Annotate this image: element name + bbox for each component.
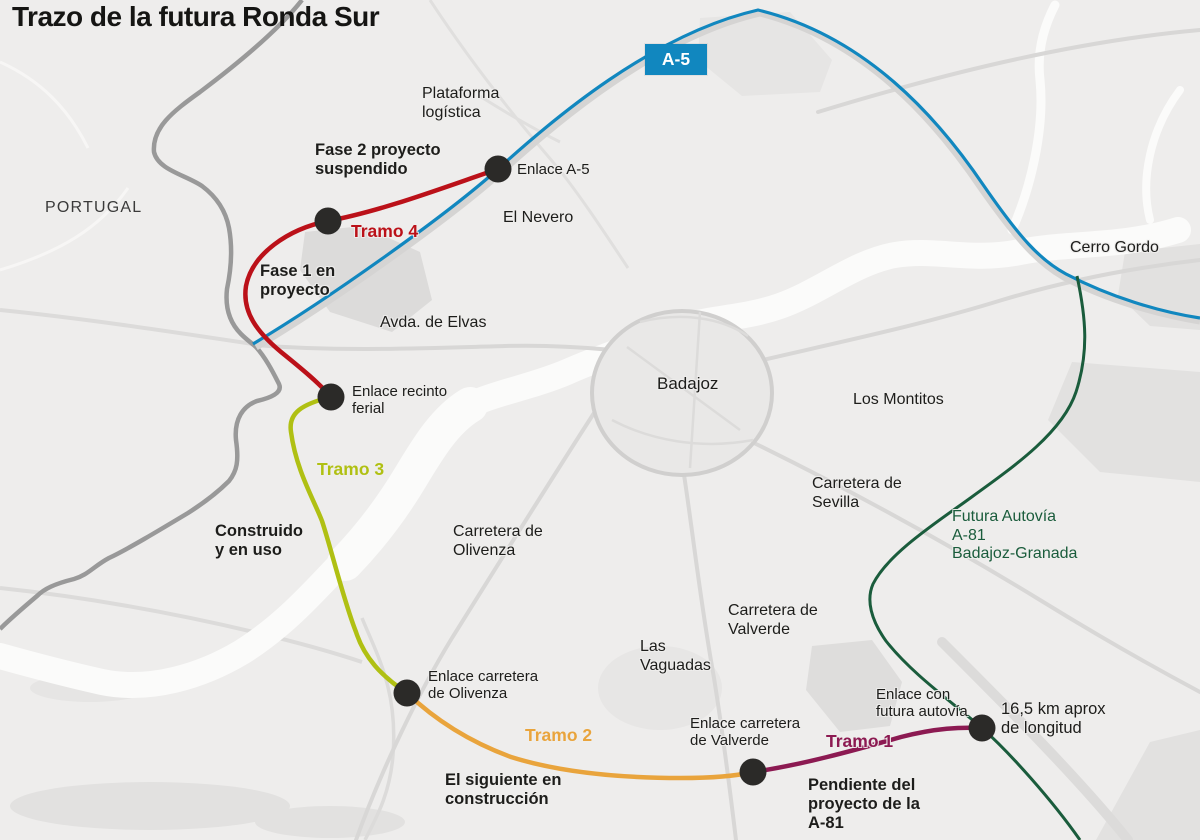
tramo2-line	[404, 690, 756, 781]
junction-dot-a5	[484, 155, 512, 183]
junction-dot-recinto-ferial	[317, 383, 345, 411]
badajoz-city	[590, 309, 774, 477]
label-ctra-olivenza: Carretera de Olivenza	[453, 523, 543, 559]
tramo3-line	[288, 394, 410, 696]
label-los-montitos: Los Montitos	[853, 391, 944, 408]
label-fase1-proyecto: Fase 1 en proyecto	[260, 262, 336, 300]
river-guadiana	[0, 0, 1191, 698]
junction-dot-tramo4	[314, 207, 342, 235]
road-sevilla	[750, 440, 1200, 694]
minor-roads	[0, 0, 630, 840]
page-title: Trazo de la futura Ronda Sur	[12, 1, 380, 32]
label-las-vaguadas: Las Vaguadas	[640, 638, 711, 674]
road-olivenza	[354, 391, 609, 840]
label-el-nevero: El Nevero	[503, 209, 574, 226]
label-futura-a81: Futura Autovía A-81 Badajoz-Granada	[952, 508, 1078, 563]
junction-dots	[314, 155, 996, 786]
junction-dot-futura-autovia	[968, 714, 996, 742]
a5-road-casing	[254, 9, 1200, 351]
label-enlace-valverde: Enlace carretera de Valverde	[690, 715, 801, 750]
label-avda-elvas: Avda. de Elvas	[380, 314, 487, 331]
label-enlace-a5: Enlace A-5	[517, 161, 590, 178]
ronda-sur-route	[243, 166, 985, 781]
label-tramo4: Tramo 4	[351, 221, 419, 241]
label-siguiente-construccion: El siguiente en construcción	[445, 771, 562, 809]
label-enlace-recinto-ferial: Enlace recinto ferial	[352, 383, 448, 418]
junction-dot-olivenza	[393, 679, 421, 707]
main-roads	[253, 28, 1200, 840]
label-enlace-olivenza: Enlace carretera de Olivenza	[428, 668, 539, 703]
label-length-note: 16,5 km aprox de longitud	[1001, 700, 1106, 738]
a5-badge: A-5	[645, 44, 707, 75]
label-cerro-gordo: Cerro Gordo	[1070, 239, 1159, 256]
border-portugal	[0, 0, 304, 631]
label-ctra-sevilla: Carretera de Sevilla	[812, 475, 902, 511]
label-plataforma-logistica: Plataforma logística	[422, 85, 500, 121]
road-los-montitos	[710, 258, 1200, 374]
tramo4-line	[243, 166, 501, 400]
label-pendiente-a81: Pendiente del proyecto de la A-81	[808, 776, 920, 833]
label-tramo3: Tramo 3	[317, 459, 385, 479]
label-ctra-valverde: Carretera de Valverde	[728, 602, 818, 638]
junction-dot-valverde	[739, 758, 767, 786]
label-badajoz: Badajoz	[657, 374, 719, 393]
label-tramo1: Tramo 1	[826, 731, 894, 751]
a5-line	[252, 8, 1200, 346]
label-fase2-suspendido: Fase 2 proyecto suspendido	[315, 141, 441, 179]
label-enlace-futura-autovia: Enlace con futura autovía	[876, 686, 968, 721]
label-portugal: PORTUGAL	[45, 199, 143, 216]
label-tramo2: Tramo 2	[525, 725, 593, 745]
road-valverde	[681, 466, 738, 840]
road-top-right	[816, 28, 1200, 114]
label-construido-en-uso: Construido y en uso	[215, 522, 303, 560]
road-bottom-right	[937, 637, 1133, 840]
tramo1-line	[750, 725, 985, 775]
